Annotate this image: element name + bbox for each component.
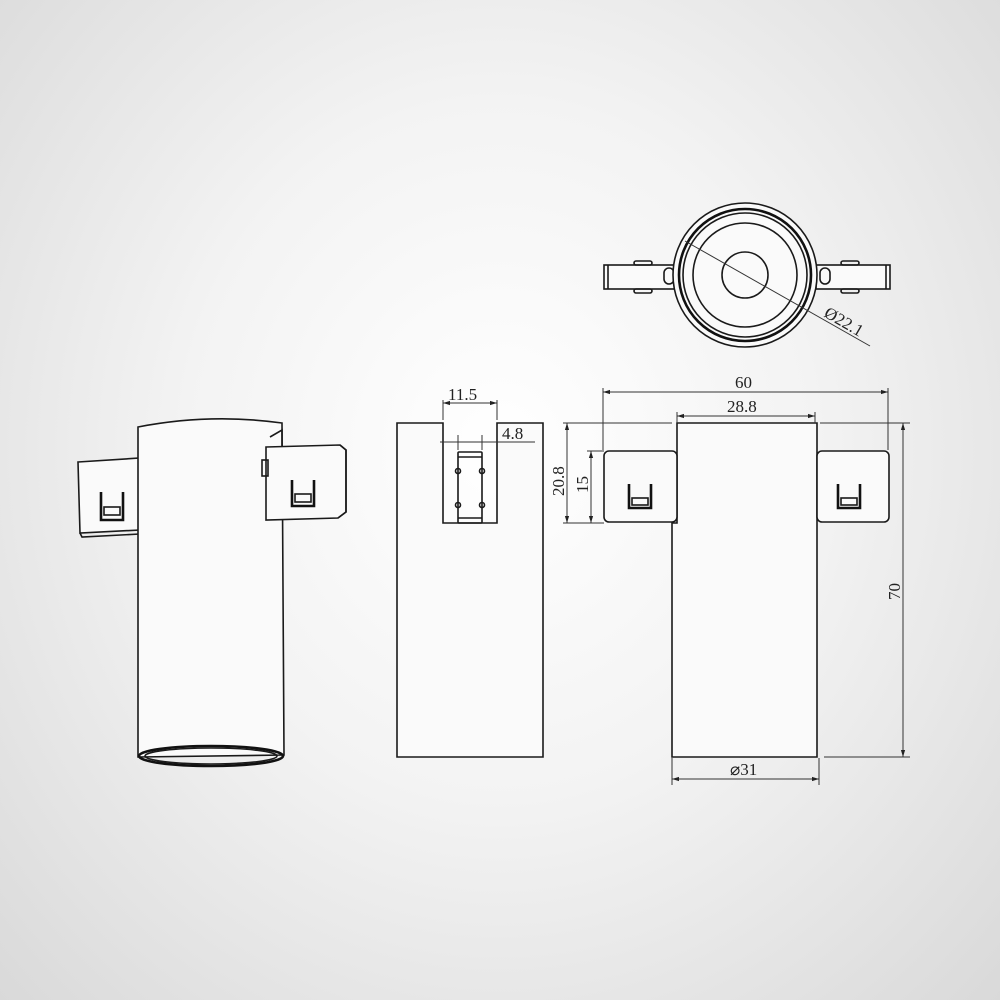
top-view: Ø22.1 (603, 202, 891, 348)
connector-icon-front-left (627, 484, 653, 510)
dim-adapter-total: 20.8 (549, 466, 568, 496)
side-view: 11.5 4.8 (396, 385, 544, 758)
dim-body-top-width: 28.8 (727, 397, 757, 416)
dim-slot-width: 11.5 (448, 385, 477, 404)
dim-overall-width: 60 (735, 373, 752, 392)
connector-icon-right (290, 480, 316, 508)
dim-slot-inner: 4.8 (502, 424, 523, 443)
connector-icon-front-right (836, 484, 862, 510)
dim-overall-height: 70 (885, 583, 904, 600)
dim-body-diameter: ⌀31 (730, 760, 757, 779)
front-view: 60 28.8 20.8 15 70 ⌀31 (549, 373, 910, 785)
connector-icon-left (99, 492, 125, 522)
dim-adapter-height: 15 (573, 476, 592, 493)
perspective-view (77, 418, 347, 768)
dim-top-diameter: Ø22.1 (821, 303, 867, 340)
